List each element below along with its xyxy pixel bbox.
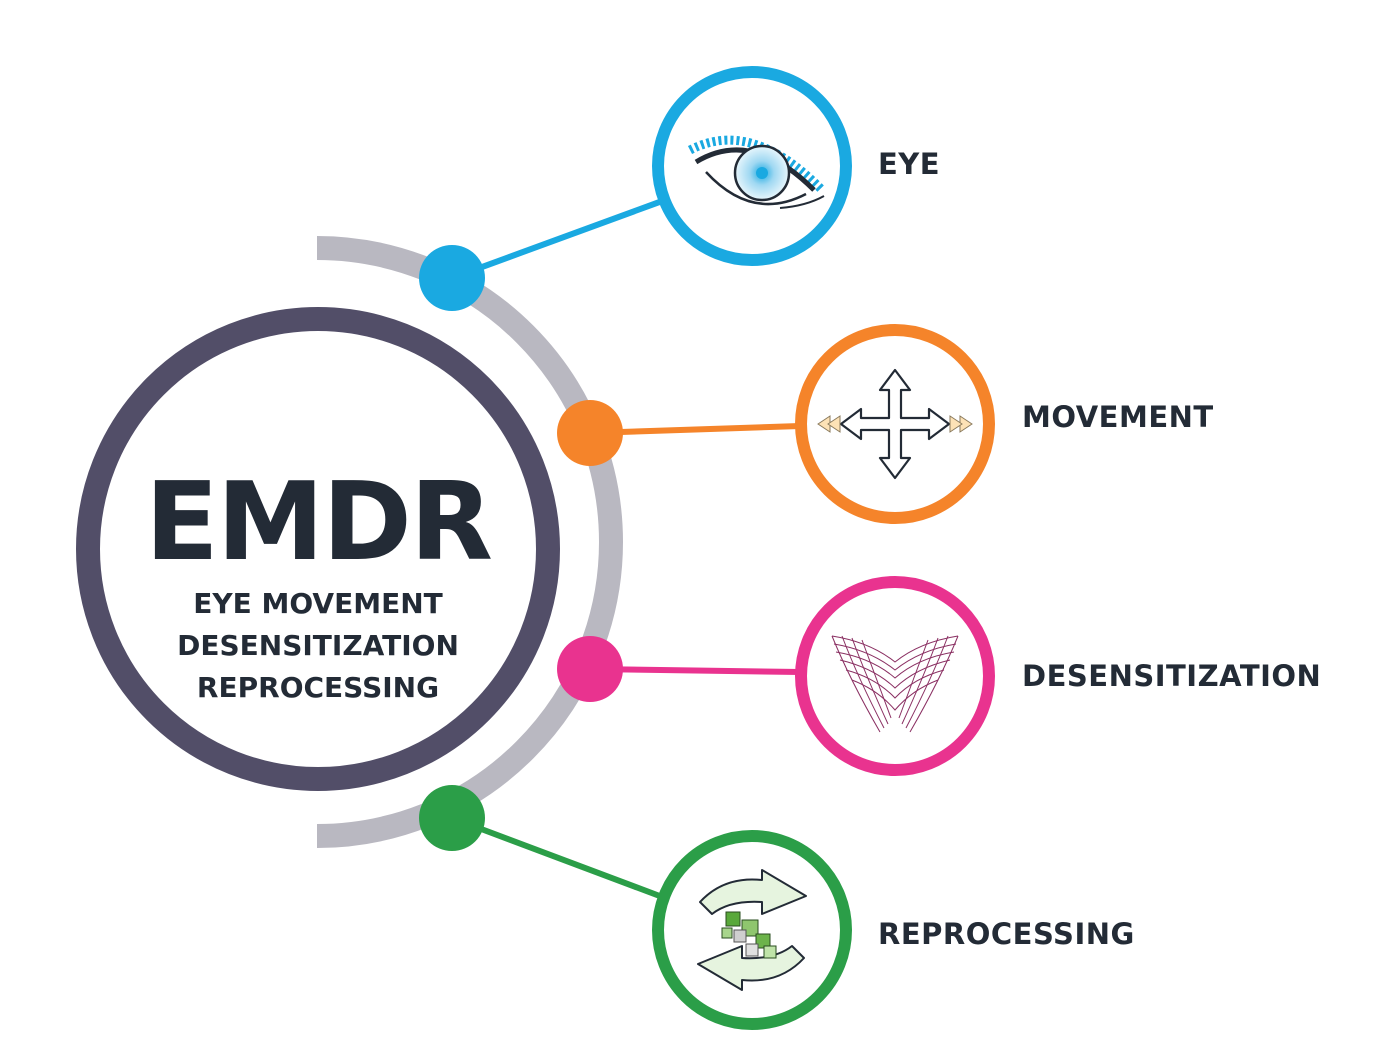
step-eye: EYE [419, 66, 940, 311]
connector-dot-reprocessing [419, 785, 485, 851]
connector-dot-movement [557, 400, 623, 466]
step-desensitization: DESENSITIZATION [557, 576, 1321, 776]
connector-line-desensitization [589, 666, 801, 675]
step-reprocessing: REPROCESSING [419, 785, 1135, 1030]
connector-line-eye [450, 197, 667, 281]
connector-line-movement [589, 423, 801, 436]
center-ring [76, 307, 560, 791]
step-label-desensitization: DESENSITIZATION [1022, 659, 1321, 693]
connector-line-reprocessing [450, 815, 667, 901]
step-label-movement: MOVEMENT [1022, 400, 1214, 434]
step-movement: MOVEMENT [557, 324, 1214, 524]
connector-dot-desensitization [557, 636, 623, 702]
wave-mesh-icon [831, 635, 959, 733]
center-subtitle-line-1: EYE MOVEMENT [193, 587, 443, 620]
center-subtitle-line-3: REPROCESSING [197, 671, 439, 704]
icon-ring-desensitization [795, 576, 995, 776]
center-subtitle-line-2: DESENSITIZATION [177, 629, 459, 662]
eye-icon [687, 135, 826, 209]
recycle-arrows-icon [697, 869, 807, 991]
center-title: EMDR [145, 460, 491, 585]
step-label-eye: EYE [878, 147, 940, 181]
step-label-reprocessing: REPROCESSING [878, 917, 1135, 951]
four-way-arrows-icon [817, 368, 973, 480]
connector-dot-eye [419, 245, 485, 311]
